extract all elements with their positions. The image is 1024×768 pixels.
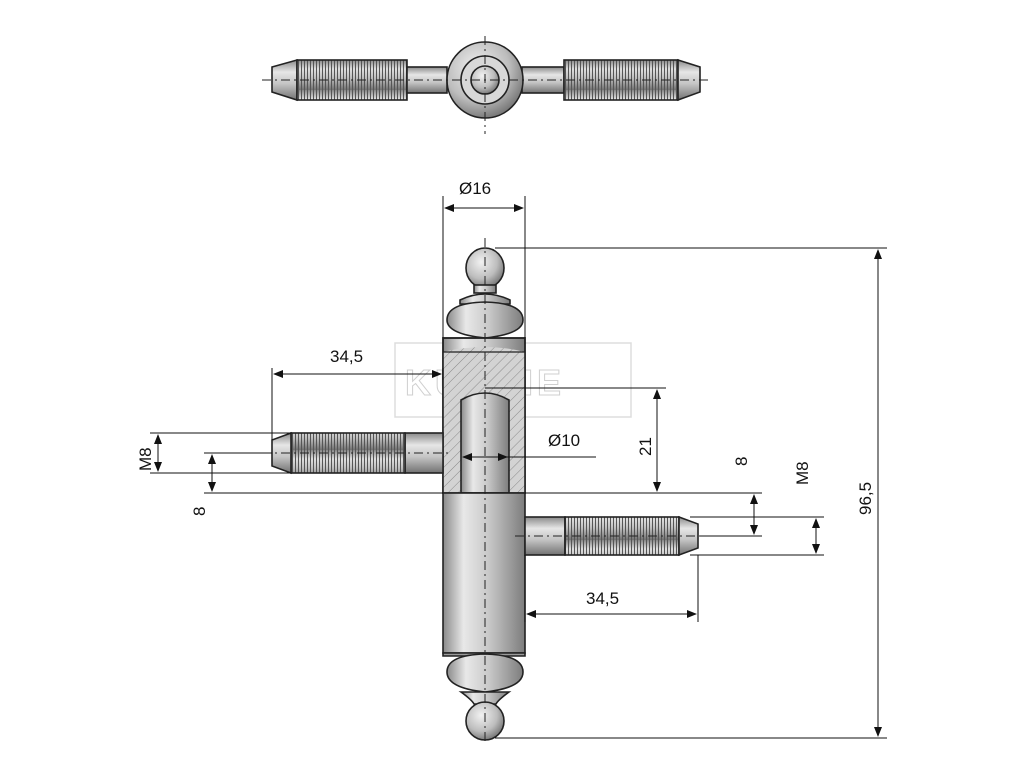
lower-knuckle <box>442 492 526 654</box>
dimension-labels: Ø16 34,5 Ø10 34,5 M8 8 21 8 M8 96,5 <box>136 179 875 608</box>
top-finial <box>446 247 524 339</box>
dim-offset-upper: 8 <box>190 507 209 516</box>
top-view <box>262 36 712 134</box>
dim-pin-diameter: Ø10 <box>548 431 580 450</box>
dim-head-diameter: Ø16 <box>459 179 491 198</box>
dim-thread-upper: M8 <box>136 447 155 471</box>
bottom-finial <box>442 652 526 741</box>
dim-bore-depth: 21 <box>636 437 655 456</box>
dim-overall-height: 96,5 <box>856 482 875 515</box>
upper-threaded-pin <box>271 431 444 475</box>
upper-knuckle-section <box>442 337 526 494</box>
dim-thread-lower: M8 <box>793 461 812 485</box>
dimension-lines <box>150 196 887 739</box>
lower-threaded-pin <box>524 515 699 557</box>
dim-thread-length-lower: 34,5 <box>586 589 619 608</box>
side-view <box>262 238 710 745</box>
dim-offset-lower: 8 <box>732 457 751 466</box>
dim-thread-length-upper: 34,5 <box>330 347 363 366</box>
